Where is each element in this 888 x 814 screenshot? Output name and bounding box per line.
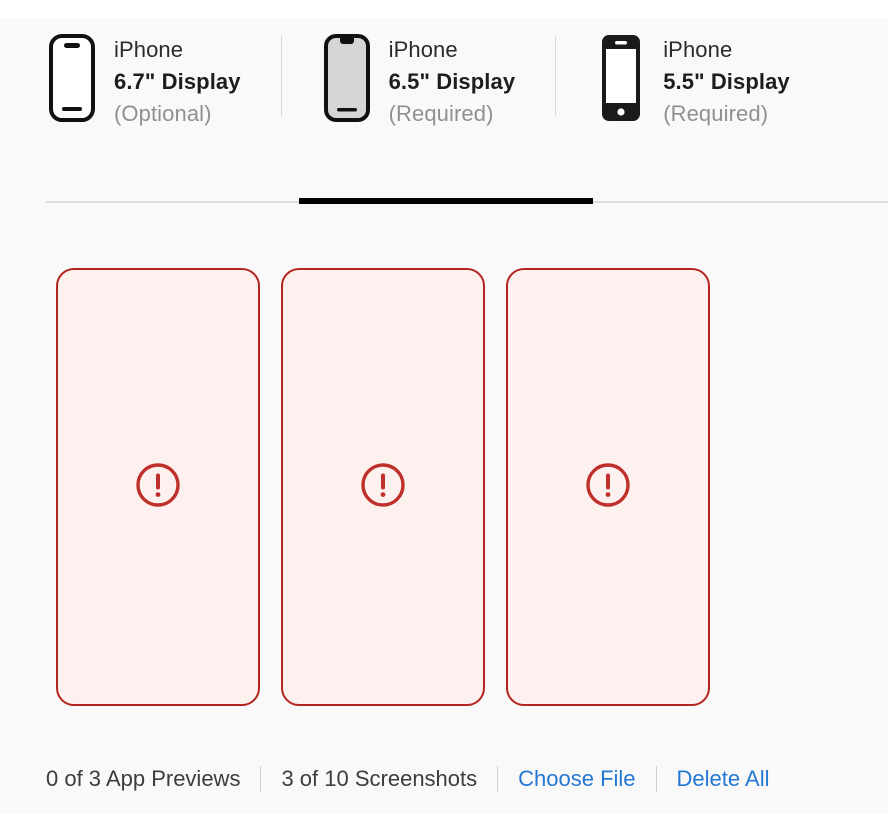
iphone-notch-filled-icon <box>321 32 373 124</box>
toolbar-separator <box>497 766 499 792</box>
device-tab-6-7-display[interactable]: iPhone 6.7" Display (Optional) <box>46 18 281 136</box>
iphone-home-button-icon <box>595 32 647 124</box>
device-tab-size: 6.7" Display <box>114 69 241 94</box>
screenshot-slot[interactable] <box>56 268 260 706</box>
device-size-tabs: iPhone 6.7" Display (Optional) iPhone 6.… <box>0 18 888 168</box>
device-tab-labels: iPhone 5.5" Display (Required) <box>663 32 790 130</box>
device-tab-requirement: (Required) <box>663 101 769 126</box>
exclamation-circle-icon <box>134 461 182 514</box>
iphone-dynamic-island-outline-icon <box>46 32 98 124</box>
device-tab-device-name: iPhone <box>388 37 458 62</box>
screenshot-slot-list <box>56 268 710 706</box>
device-tab-labels: iPhone 6.5" Display (Required) <box>389 32 516 130</box>
screenshot-slot[interactable] <box>506 268 710 706</box>
toolbar-separator <box>655 766 657 792</box>
media-panel: iPhone 6.7" Display (Optional) iPhone 6.… <box>0 18 888 814</box>
device-tab-labels: iPhone 6.7" Display (Optional) <box>114 32 241 130</box>
active-tab-indicator <box>299 198 593 204</box>
delete-all-button[interactable]: Delete All <box>676 766 770 791</box>
media-toolbar: 0 of 3 App Previews 3 of 10 Screenshots … <box>46 764 769 794</box>
toolbar-separator <box>260 766 262 792</box>
device-tab-6-5-display[interactable]: iPhone 6.5" Display (Required) <box>280 18 556 136</box>
choose-file-button[interactable]: Choose File <box>518 766 636 791</box>
device-tab-5-5-display[interactable]: iPhone 5.5" Display (Required) <box>555 18 830 136</box>
screenshot-slot[interactable] <box>281 268 485 706</box>
device-tab-requirement: (Required) <box>388 101 494 126</box>
device-tab-device-name: iPhone <box>663 37 733 62</box>
top-white-gutter <box>0 0 888 18</box>
device-tab-device-name: iPhone <box>114 37 184 62</box>
device-tab-size: 6.5" Display <box>388 69 516 94</box>
device-tab-requirement: (Optional) <box>114 101 212 126</box>
device-tab-size: 5.5" Display <box>663 69 790 94</box>
exclamation-circle-icon <box>584 461 632 514</box>
exclamation-circle-icon <box>359 461 407 514</box>
screenshots-count: 3 of 10 Screenshots <box>281 766 478 791</box>
app-previews-count: 0 of 3 App Previews <box>46 766 241 791</box>
